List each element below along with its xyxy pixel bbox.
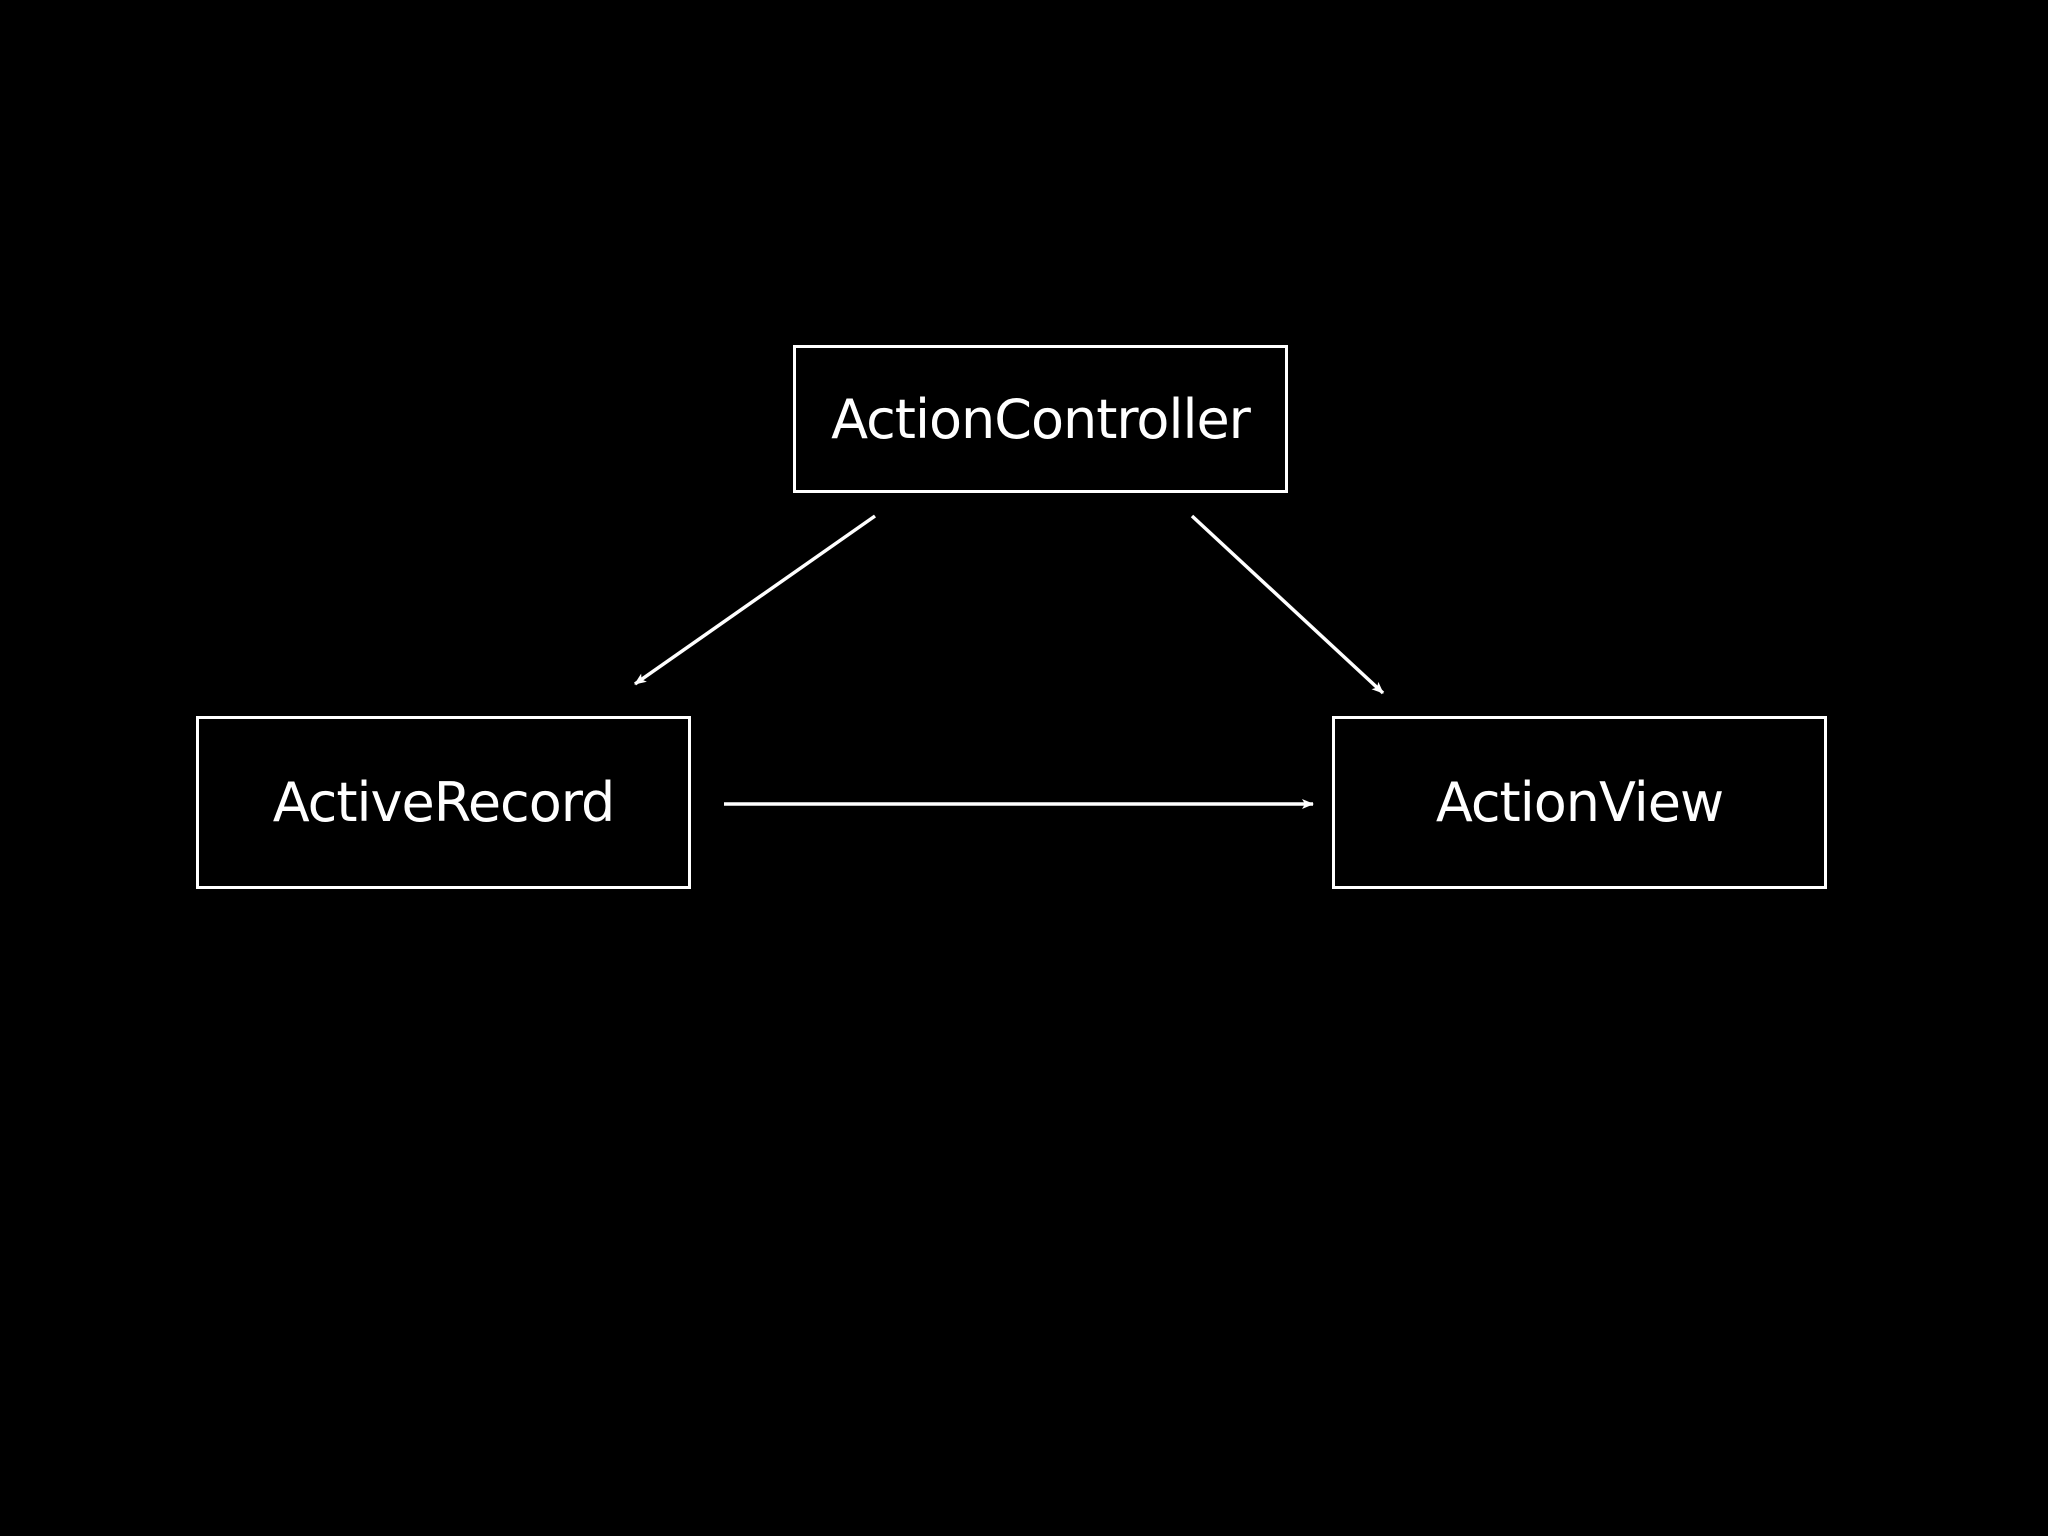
node-action-controller-label: ActionController [831, 387, 1251, 451]
node-action-controller: ActionController [793, 345, 1288, 493]
node-action-view-label: ActionView [1435, 771, 1724, 834]
edge-controller-to-record [633, 514, 877, 686]
node-active-record: ActiveRecord [196, 716, 691, 889]
node-action-view: ActionView [1332, 716, 1827, 889]
node-active-record-label: ActiveRecord [272, 771, 616, 834]
edge-controller-to-view [1190, 514, 1385, 695]
